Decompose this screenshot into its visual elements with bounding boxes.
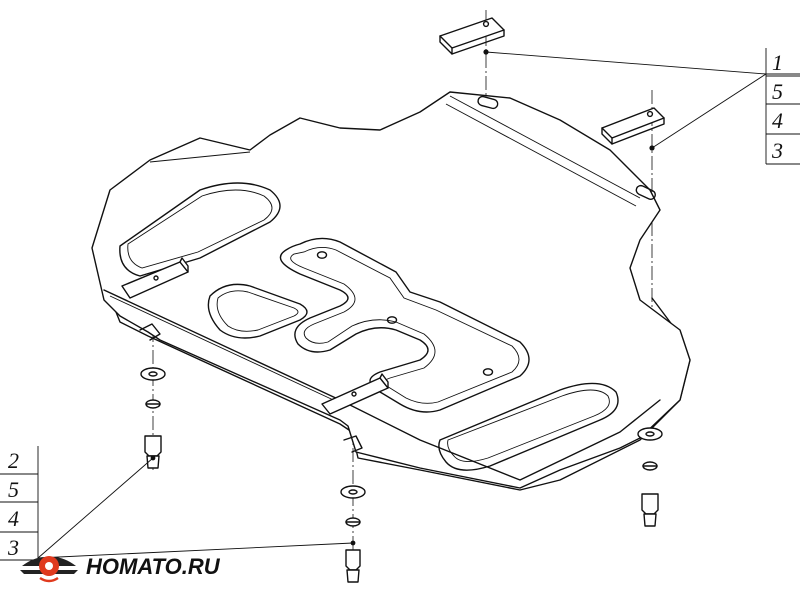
callout-right-1: 1 [772, 50, 783, 75]
callout-stack-left: 2 5 4 3 [0, 446, 39, 562]
plate-brackets [121, 257, 389, 415]
fastener-left [140, 367, 166, 469]
counter-plates [439, 17, 665, 151]
callout-left-2: 5 [8, 477, 19, 502]
fastener-right [637, 427, 663, 527]
logo-text: HOMATO.RU [86, 554, 221, 579]
skid-plate [91, 91, 691, 491]
fastener-center [340, 485, 366, 583]
logo-wings-icon [20, 556, 78, 583]
homato-logo: HOMATO.RU [20, 554, 221, 583]
callout-right-4: 3 [771, 138, 783, 163]
callout-right-2: 5 [772, 79, 783, 104]
callout-left-1: 2 [8, 448, 19, 473]
callout-right-3: 4 [772, 108, 783, 133]
callout-left-4: 3 [7, 535, 19, 560]
leader-lines [37, 51, 800, 559]
callout-left-3: 4 [8, 506, 19, 531]
callout-stack-right: 1 5 4 3 [765, 48, 800, 165]
